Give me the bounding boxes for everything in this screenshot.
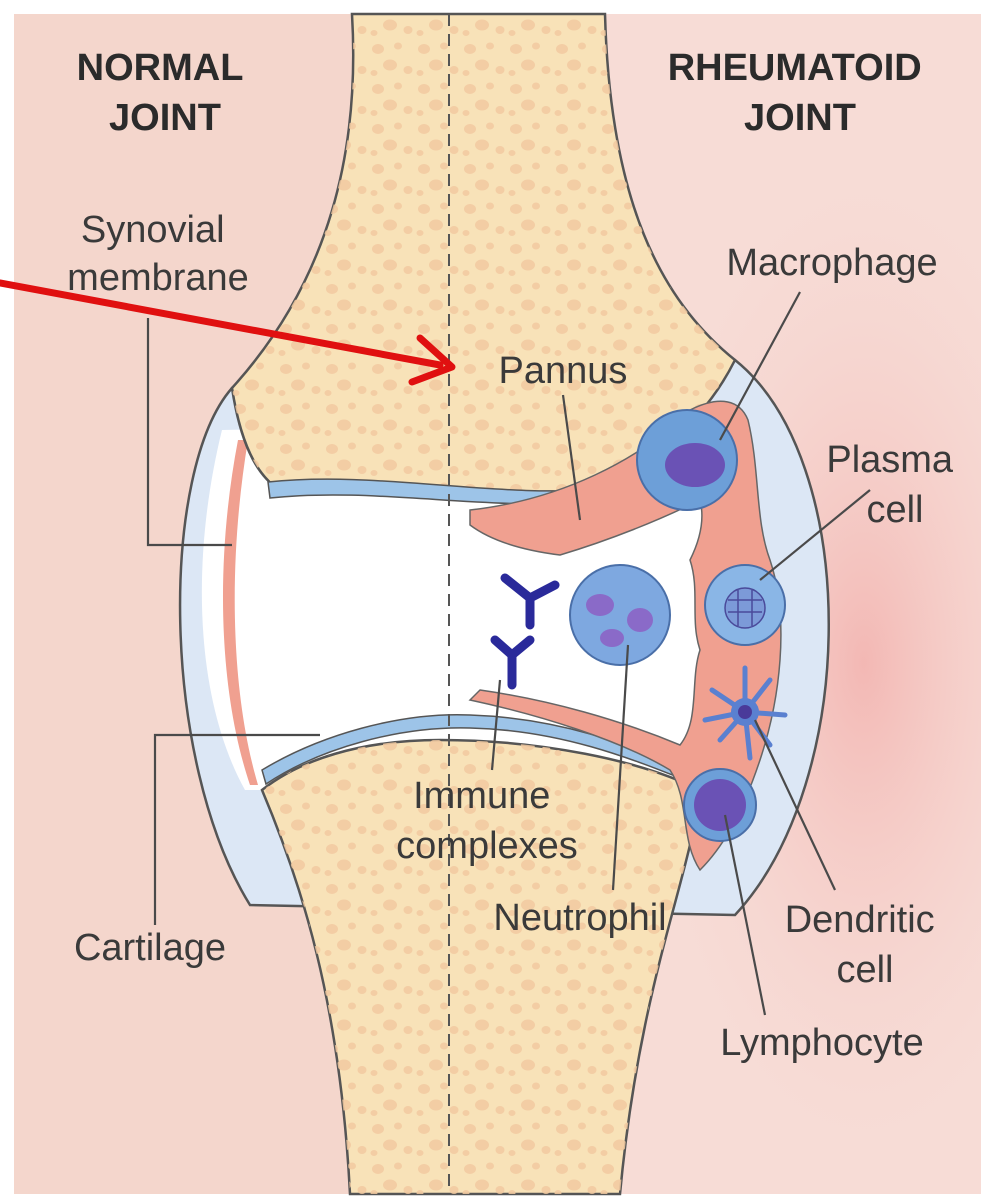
cartilage-leader (153, 733, 320, 925)
immune-complexes-label: Immune complexes (396, 775, 578, 867)
dendritic-cell-label: Dendritic cell (785, 899, 946, 991)
lower-bone-marrow (262, 740, 700, 1194)
pannus-leader (561, 394, 582, 521)
synovial-membrane-leader (146, 318, 232, 547)
lymphocyte-label: Lymphocyte (720, 1022, 923, 1064)
macrophage-label: Macrophage (726, 242, 937, 284)
synovial-membrane-label: Synovial membrane (67, 209, 249, 299)
macrophage-leader (719, 291, 801, 441)
upper-bone-marrow (232, 14, 735, 493)
dendritic-cell (702, 665, 788, 761)
immune-complex-antibody-lower (490, 635, 535, 690)
lymphocyte-cell (683, 768, 757, 842)
pannus-tissue (468, 400, 782, 872)
plasma-cell-label: Plasma cell (826, 439, 963, 531)
synovial-membrane (222, 440, 258, 785)
plasma-cell-leader (759, 489, 871, 581)
macrophage-cell (636, 409, 738, 511)
dendritic-cell-leader (754, 719, 836, 891)
neutrophil-label: Neutrophil (493, 897, 666, 939)
rheumatoid-joint-header: RHEUMATOID JOINT (668, 47, 933, 139)
cartilage-label: Cartilage (74, 927, 226, 969)
immune-complex-antibody-upper (500, 573, 560, 630)
neutrophil-cell (569, 564, 671, 666)
plasma-cell (704, 564, 786, 646)
normal-joint-header: NORMAL JOINT (77, 47, 254, 139)
lymphocyte-leader (723, 814, 767, 1016)
red-pointer-arrow (0, 279, 456, 386)
neutrophil-leader (611, 644, 630, 891)
immune-complexes-leader (490, 679, 502, 771)
pannus-label: Pannus (499, 350, 628, 392)
